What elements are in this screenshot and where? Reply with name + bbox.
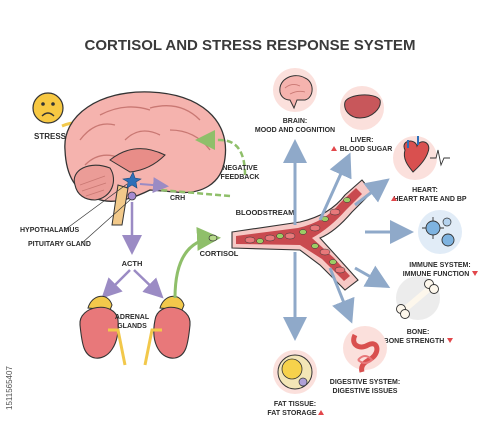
target-heart-effect: HEART RATE AND BP (393, 196, 466, 203)
stress-label: STRESS (34, 132, 67, 141)
acth-label: ACTH (122, 259, 143, 268)
heart-increase-arrow (391, 196, 397, 201)
hypothalamus-marker (122, 171, 142, 189)
fat-increase-arrow (318, 410, 324, 415)
cortisol-label: CORTISOL (200, 249, 239, 258)
target-heart-name: HEART: (412, 187, 438, 194)
target-bone-effect: BONE STRENGTH (384, 338, 445, 345)
target-digestive-name: DIGESTIVE SYSTEM: (330, 379, 400, 386)
target-brain-icon (273, 68, 317, 112)
effect-arrows (283, 139, 414, 341)
watermark-id: 1511565407 (5, 366, 14, 410)
pituitary-gland-label: PITUITARY GLAND (28, 241, 91, 248)
target-liver-icon (340, 86, 384, 130)
right-kidney-illustration (143, 295, 191, 366)
target-brain-effect: MOOD AND COGNITION (255, 127, 335, 134)
bone-decrease-arrow (447, 338, 453, 343)
stress-face-icon (32, 92, 64, 124)
target-fat-name: FAT TISSUE: (274, 401, 316, 408)
blood-vessel-illustration (231, 179, 373, 291)
negative-feedback-arrow (195, 130, 247, 176)
target-digestive-icon (343, 326, 387, 373)
target-immune-effect: IMMUNE FUNCTION (403, 271, 470, 278)
left-kidney-illustration (79, 295, 127, 366)
target-immune-name: IMMUNE SYSTEM: (409, 262, 470, 269)
pituitary-marker (127, 191, 137, 201)
page-title: CORTISOL AND STRESS RESPONSE SYSTEM (85, 37, 416, 54)
adrenal-glands-label-line1: ADRENAL (115, 314, 150, 321)
target-bone-icon (396, 276, 440, 320)
target-fat-icon (273, 350, 317, 394)
target-fat-effect: FAT STORAGE (267, 410, 316, 417)
adrenal-glands-label-line2: GLANDS (117, 323, 147, 330)
immune-decrease-arrow (472, 271, 478, 276)
brain-illustration (64, 91, 227, 226)
cortisol-release-arrow (173, 226, 221, 299)
target-liver-effect: BLOOD SUGAR (340, 146, 393, 153)
target-immune-icon (418, 210, 462, 254)
target-liver-name: LIVER: (351, 137, 374, 144)
negative-feedback-label-line2: FEEDBACK (221, 174, 260, 181)
target-digestive-effect: DIGESTIVE ISSUES (333, 388, 398, 395)
crh-label: CRH (170, 195, 185, 202)
target-brain-name: BRAIN: (283, 118, 308, 125)
bloodstream-label: BLOODSTREAM (236, 208, 295, 217)
target-bone-name: BONE: (407, 329, 430, 336)
hypothalamus-label: HYPOTHALAMUS (20, 227, 79, 234)
target-heart-icon (393, 136, 450, 180)
negative-feedback-label-line1: NEGATIVE (222, 165, 258, 172)
liver-increase-arrow (331, 146, 337, 151)
